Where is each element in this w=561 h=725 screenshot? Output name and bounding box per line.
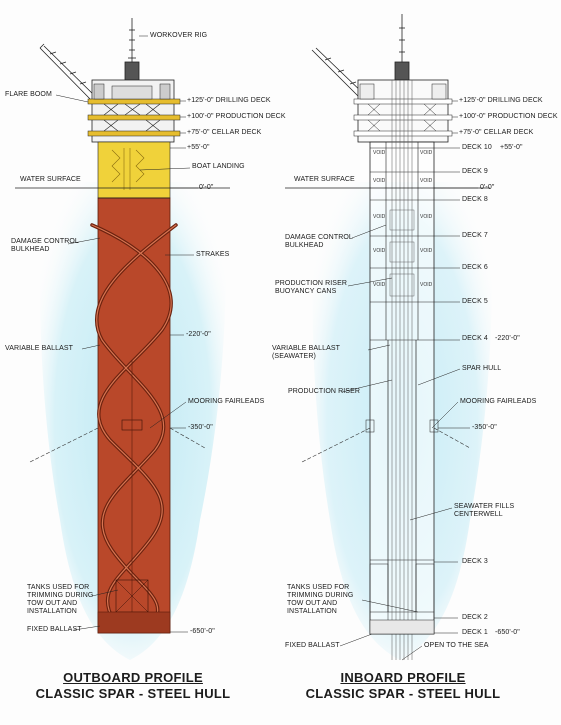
label-elev-0: 0'-0" [199,184,214,191]
inboard-label-bulkhead: BULKHEAD [285,242,324,249]
inboard-label-fixed-ballast: FIXED BALLAST [285,642,340,649]
inboard-subtitle: CLASSIC SPAR - STEEL HULL [305,686,501,701]
outboard-subtitle: CLASSIC SPAR - STEEL HULL [35,686,231,701]
inboard-label-elev-220: -220'-0" [495,335,520,342]
flare-boom [39,43,98,103]
inboard-derrick [394,14,410,81]
label-fixed-ballast: FIXED BALLAST [27,626,82,633]
production-risers [391,80,413,660]
fixed-ballast [97,611,171,634]
label-workover-rig: WORKOVER RIG [150,32,208,39]
label-boat-landing: BOAT LANDING [192,163,245,170]
inboard-label-deck3: DECK 3 [462,558,488,565]
inboard-label-variable-ballast-2: (SEAWATER) [272,353,316,360]
inboard-title: INBOARD PROFILE [340,670,466,685]
void-label: VOID [420,214,433,220]
hull [97,197,171,634]
void-label: VOID [420,282,433,288]
void-label: VOID [373,282,386,288]
label-elev-220: -220'-0" [186,331,211,338]
workover-rig-derrick [124,18,140,81]
void-label: VOID [420,178,433,184]
inboard-label-tanks-4: INSTALLATION [287,608,337,615]
inboard-label-riser-cans-2: BUOYANCY CANS [275,288,337,295]
outboard-spar [15,18,230,634]
inboard-label-deck8: DECK 8 [462,196,488,203]
drilling-deck-beam [87,98,181,105]
label-tanks-3: TOW OUT AND [27,600,78,607]
inboard-label-spar-hull: SPAR HULL [462,365,502,372]
inboard-label-elev-650: -650'-0" [495,629,520,636]
inboard-label-damage-control: DAMAGE CONTROL [285,234,353,241]
inboard-spar [285,14,490,661]
label-elev-350: -350'-0" [188,424,213,431]
inboard-label-seawater-1: SEAWATER FILLS [454,503,515,510]
inboard-label-deck1: DECK 1 [462,629,488,636]
label-elev-650: -650'-0" [190,628,215,635]
inboard-label-variable-ballast-1: VARIABLE BALLAST [272,345,341,352]
inboard-label-deck5: DECK 5 [462,298,488,305]
void-label: VOID [373,248,386,254]
inboard-label-seawater-2: CENTERWELL [454,511,503,518]
label-cellar-deck: +75'-0" CELLAR DECK [187,129,262,136]
label-strakes: STRAKES [196,251,230,258]
label-tanks-2: TRIMMING DURING [27,592,94,599]
inboard-label-elev-0: 0'-0" [480,184,495,191]
inboard-label-tanks-1: TANKS USED FOR [287,584,350,591]
inboard-label-deck7: DECK 7 [462,232,488,239]
label-mooring-fairleads: MOORING FAIRLEADS [188,398,265,405]
label-bulkhead: BULKHEAD [11,246,50,253]
outboard-title: OUTBOARD PROFILE [63,670,203,685]
void-label: VOID [373,150,386,156]
inboard-label-cellar-deck: +75'-0" CELLAR DECK [459,129,534,136]
inboard-label-deck6: DECK 6 [462,264,488,271]
inboard-label-tanks-2: TRIMMING DURING [287,592,354,599]
cellar-deck-beam [87,130,181,137]
inboard-label-elev-350: -350'-0" [472,424,497,431]
label-tanks-1: TANKS USED FOR [27,584,90,591]
production-deck-beam [87,114,181,121]
void-label: VOID [420,248,433,254]
label-drilling-deck: +125'-0" DRILLING DECK [187,97,271,104]
inboard-label-drilling-deck: +125'-0" DRILLING DECK [459,97,543,104]
inboard-label-deck4: DECK 4 [462,335,488,342]
inboard-label-production-riser: PRODUCTION RISER [288,388,360,395]
inboard-label-deck10: DECK 10 [462,144,492,151]
label-flare-boom: FLARE BOOM [5,91,52,98]
inboard-label-production-deck: +100'-0" PRODUCTION DECK [459,113,558,120]
void-label: VOID [373,178,386,184]
void-label: VOID [373,214,386,220]
inboard-label-deck2: DECK 2 [462,614,488,621]
inboard-label-deck9: DECK 9 [462,168,488,175]
inboard-label-tanks-3: TOW OUT AND [287,600,338,607]
inboard-label-riser-cans-1: PRODUCTION RISER [275,280,347,287]
inboard-hull [369,141,435,635]
inboard-label-mooring-fairleads: MOORING FAIRLEADS [460,398,537,405]
void-label: VOID [420,150,433,156]
inboard-label-water-surface: WATER SURFACE [294,176,355,183]
label-damage-control: DAMAGE CONTROL [11,238,79,245]
label-tanks-4: INSTALLATION [27,608,77,615]
label-elev-55: +55'-0" [187,144,210,151]
freeboard-yellow [97,141,171,199]
label-water-surface: WATER SURFACE [20,176,81,183]
label-variable-ballast: VARIABLE BALLAST [5,345,74,352]
label-production-deck: +100'-0" PRODUCTION DECK [187,113,286,120]
inboard-label-elev-55: +55'-0" [500,144,523,151]
inboard-label-open-sea: OPEN TO THE SEA [424,642,489,649]
